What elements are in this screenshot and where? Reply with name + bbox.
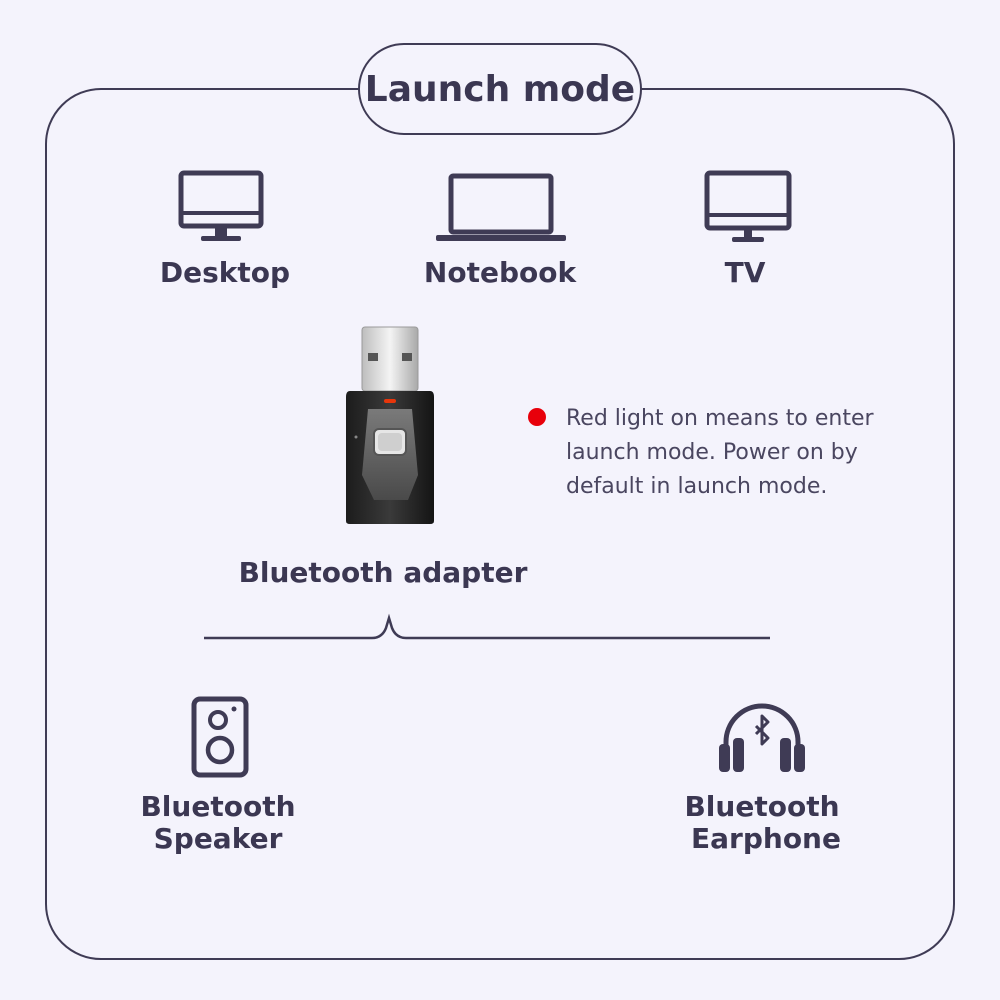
speaker-icon	[191, 696, 249, 778]
tv-icon	[704, 170, 792, 242]
page-title: Launch mode	[364, 68, 636, 110]
title-pill: Launch mode	[358, 43, 642, 135]
tv-label: TV	[724, 256, 766, 289]
desktop-label: Desktop	[159, 256, 291, 289]
earphone-label-line1: Bluetooth	[684, 790, 840, 823]
headphones-bluetooth-icon	[719, 703, 805, 772]
earphone-label-line2: Earphone	[691, 822, 841, 855]
notebook-label: Notebook	[423, 256, 577, 289]
adapter-description: Red light on means to enter launch mode.…	[566, 406, 874, 499]
usb-adapter-image	[346, 326, 434, 524]
laptop-icon	[436, 173, 566, 241]
desktop-icon	[178, 170, 264, 241]
brace-divider	[204, 613, 770, 640]
adapter-label: Bluetooth adapter	[238, 556, 528, 589]
red-indicator-dot	[528, 408, 546, 426]
speaker-label-line1: Bluetooth	[140, 790, 296, 823]
speaker-label-line2: Speaker	[153, 822, 283, 855]
